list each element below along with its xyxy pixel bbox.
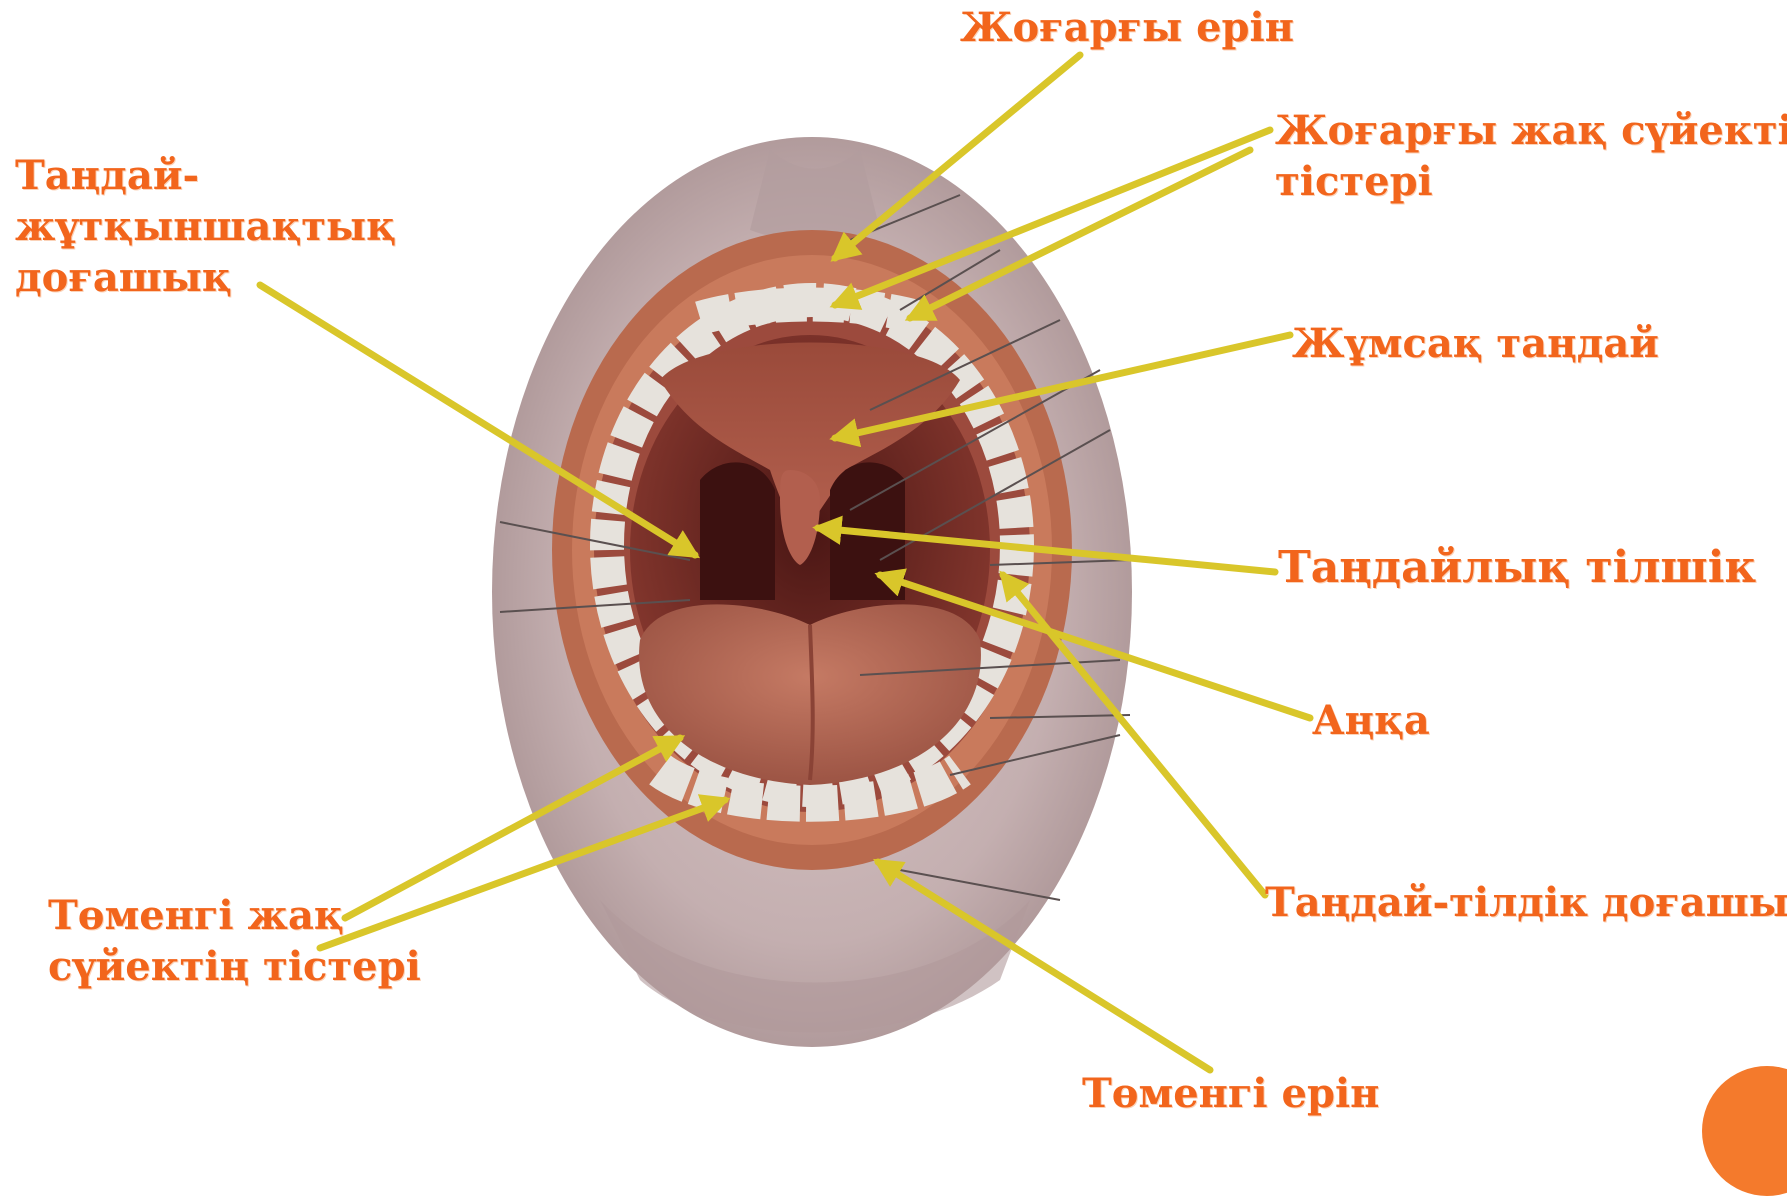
label-upper-lip: Жоғарғы ерін: [960, 2, 1294, 53]
label-uvula: Таңдайлық тілшік: [1278, 540, 1756, 596]
label-soft-palate: Жұмсақ таңдай: [1292, 318, 1659, 369]
label-palatoglossal-arch: Таңдай-тілдік доғашық: [1265, 877, 1787, 928]
label-upper-lip-line: Жоғарғы ерін: [960, 2, 1294, 53]
label-pharynx-line: Аңқа: [1312, 695, 1430, 746]
label-palatopharyngeal-line-1: Таңдай-: [15, 150, 396, 201]
label-lower-teeth-line-2: сүйектің тістері: [48, 941, 421, 992]
pharynx-opening: [700, 462, 775, 600]
label-palatopharyngeal-line-3: доғашық: [15, 252, 396, 303]
label-palatopharyngeal-arch: Таңдай- жұтқыншақтық доғашық: [15, 150, 396, 304]
label-upper-teeth: Жоғарғы жақ сүйектің тістері: [1275, 105, 1787, 207]
label-palatoglossal-line: Таңдай-тілдік доғашық: [1265, 877, 1787, 928]
label-lower-lip-line: Төменгі ерін: [1082, 1068, 1379, 1119]
label-palatopharyngeal-line-2: жұтқыншақтық: [15, 201, 396, 252]
label-uvula-line: Таңдайлық тілшік: [1278, 540, 1756, 596]
label-lower-teeth: Төменгі жақ сүйектің тістері: [48, 890, 421, 992]
label-soft-palate-line: Жұмсақ таңдай: [1292, 318, 1659, 369]
label-upper-teeth-line-2: тістері: [1275, 156, 1787, 207]
label-lower-teeth-line-1: Төменгі жақ: [48, 890, 421, 941]
label-pharynx: Аңқа: [1312, 695, 1430, 746]
label-lower-lip: Төменгі ерін: [1082, 1068, 1379, 1119]
label-upper-teeth-line-1: Жоғарғы жақ сүйектің: [1275, 105, 1787, 156]
